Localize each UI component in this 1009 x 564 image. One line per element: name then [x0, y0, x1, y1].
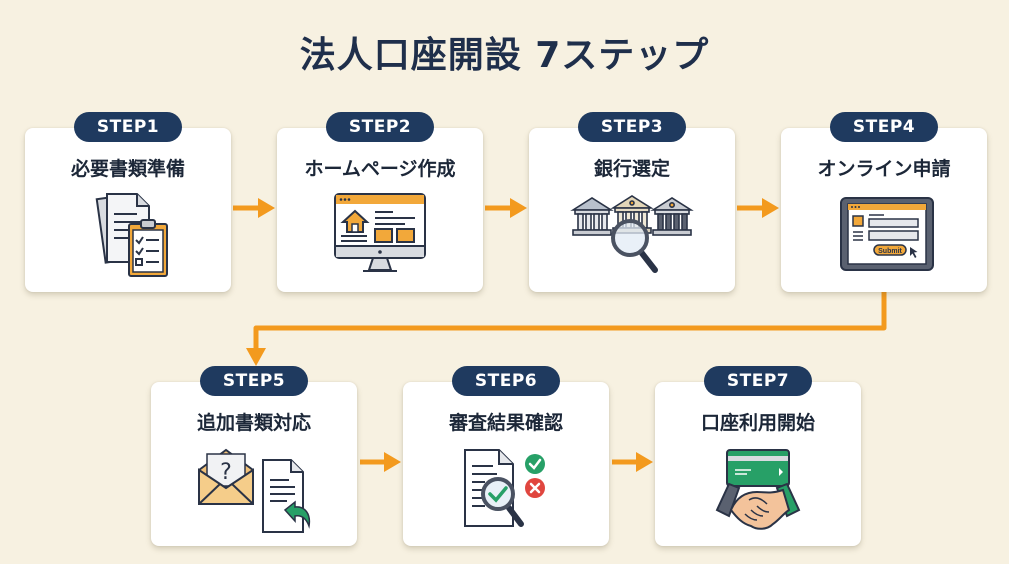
step-label: 銀行選定: [593, 158, 670, 180]
step-badge: STEP7: [704, 366, 812, 396]
step-badge: STEP2: [326, 112, 434, 142]
card-handshake-icon: [693, 444, 823, 534]
step-badge: STEP1: [74, 112, 182, 142]
step-card-5: STEP5 追加書類対応 ?: [151, 366, 357, 546]
step-label: 必要書類準備: [70, 158, 185, 180]
arrow-step3-to-step4: [737, 198, 779, 218]
step-badge: STEP6: [452, 366, 560, 396]
envelope-document-reply-icon: ?: [189, 444, 319, 534]
bank-search-icon: [567, 190, 697, 280]
document-review-icon: [441, 444, 571, 534]
step-card-7: STEP7 口座利用開始: [655, 366, 861, 546]
arrow-step2-to-step3: [485, 198, 527, 218]
step-card-6: STEP6 審査結果確認: [403, 366, 609, 546]
step-badge: STEP4: [830, 112, 938, 142]
online-form-tablet-icon: Submit: [819, 190, 949, 280]
step-label: オンライン申請: [817, 158, 951, 180]
svg-text:?: ?: [220, 460, 232, 485]
arrow-step6-to-step7: [612, 452, 653, 472]
step-badge: STEP5: [200, 366, 308, 396]
step-badge: STEP3: [578, 112, 686, 142]
step-card-3: STEP3 銀行選定: [529, 112, 735, 292]
step-label: 追加書類対応: [196, 412, 311, 434]
submit-button-text: Submit: [878, 248, 902, 255]
step-label: 審査結果確認: [448, 412, 563, 434]
documents-clipboard-icon: [63, 190, 193, 280]
page-title: 法人口座開設 7ステップ: [299, 35, 710, 76]
step-label: ホームページ作成: [304, 158, 456, 180]
arrow-step1-to-step2: [233, 198, 275, 218]
website-monitor-icon: [315, 190, 445, 280]
arrow-step5-to-step6: [360, 452, 401, 472]
step-card-4: STEP4 オンライン申請 Submit: [781, 112, 987, 292]
arrow-step4-to-step5: [246, 292, 887, 366]
step-card-1: STEP1 必要書類準備: [25, 112, 231, 292]
step-card-2: STEP2 ホームページ作成: [277, 112, 483, 292]
step-label: 口座利用開始: [700, 412, 815, 434]
